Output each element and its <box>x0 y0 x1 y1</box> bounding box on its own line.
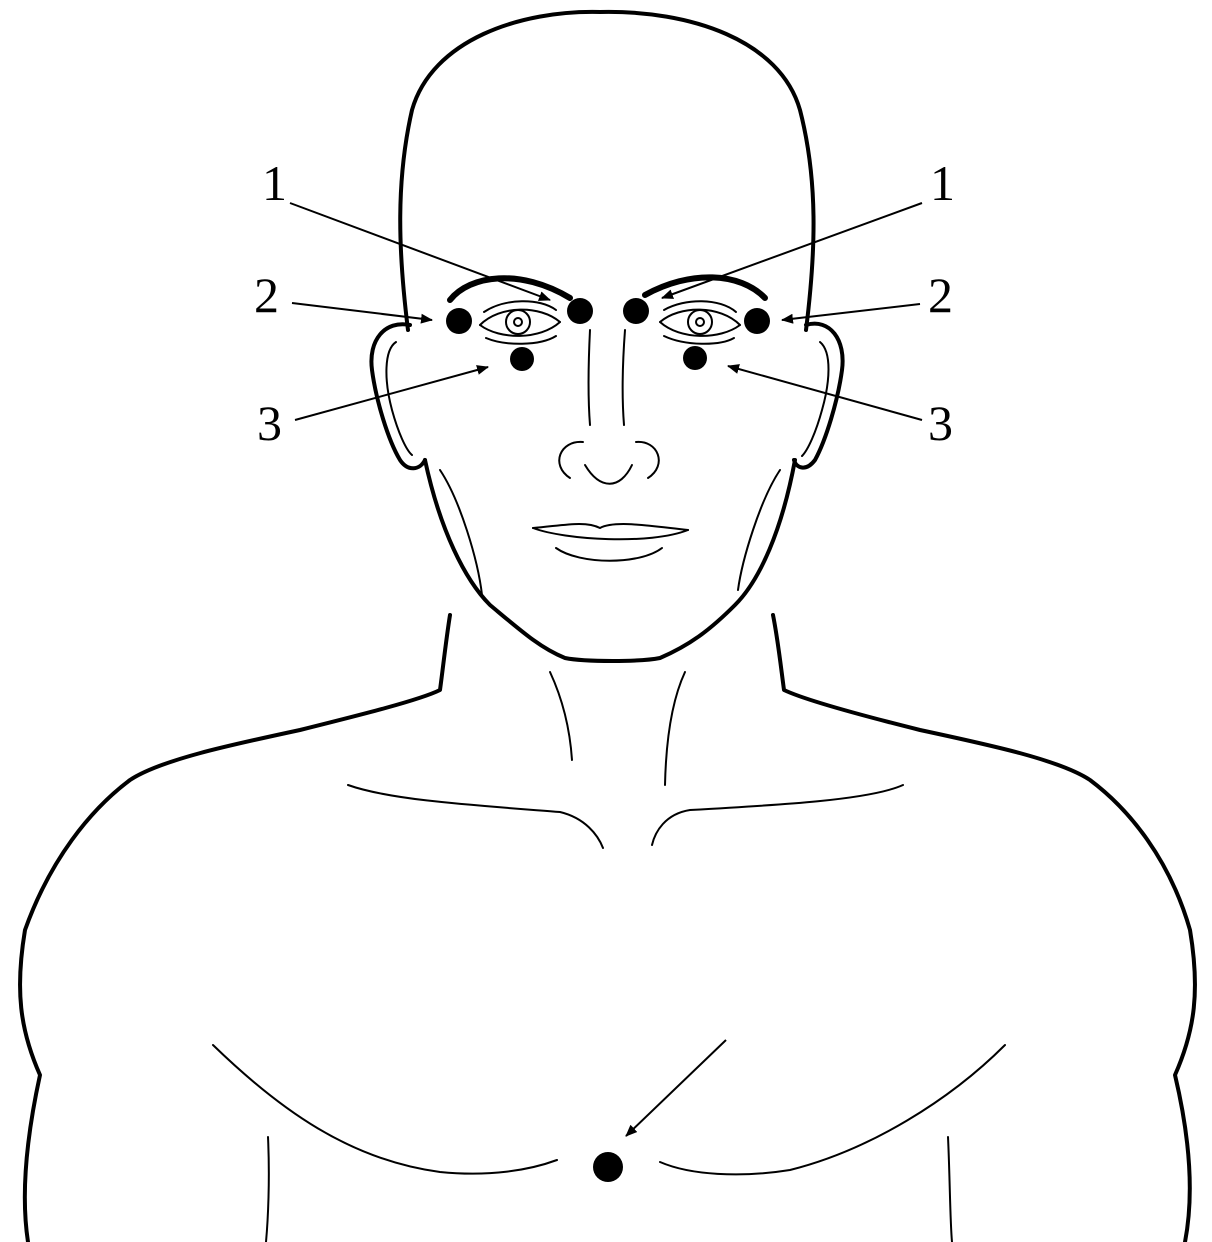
label-2-left: 2 <box>254 267 279 323</box>
arrow-3-left <box>295 367 488 420</box>
right-pectoral-line <box>660 1045 1005 1174</box>
arrow-1-left <box>290 203 550 300</box>
point-3-right <box>683 346 707 370</box>
left-arm-line <box>266 1137 269 1242</box>
point-2-left <box>446 308 472 334</box>
left-eyebrow <box>450 278 570 300</box>
label-3-right: 3 <box>928 395 953 451</box>
right-eye <box>660 301 740 344</box>
label-3-left: 3 <box>257 395 282 451</box>
arrow-chest <box>626 1040 726 1136</box>
arrow-2-left <box>292 303 432 320</box>
label-1-right: 1 <box>930 155 955 211</box>
right-eyebrow <box>645 277 765 298</box>
neck-left-line <box>550 672 572 760</box>
point-1-left <box>567 298 593 324</box>
left-eye <box>480 301 560 344</box>
mouth <box>533 524 688 561</box>
chest-point <box>593 1152 623 1182</box>
right-arm-line <box>948 1137 952 1242</box>
point-2-right <box>744 308 770 334</box>
arrow-3-right <box>728 366 922 420</box>
arrow-1-right <box>662 203 922 298</box>
label-1-left: 1 <box>262 155 287 211</box>
label-2-right: 2 <box>928 267 953 323</box>
neck-right-line <box>665 672 685 785</box>
right-collarbone <box>652 785 903 845</box>
left-pectoral-line <box>213 1045 557 1174</box>
point-3-left <box>510 347 534 371</box>
head-outline <box>400 12 813 661</box>
point-1-right <box>623 298 649 324</box>
arrow-2-right <box>782 304 920 320</box>
nose <box>559 330 659 484</box>
left-collarbone <box>348 785 603 848</box>
body-outline <box>20 615 1195 1242</box>
